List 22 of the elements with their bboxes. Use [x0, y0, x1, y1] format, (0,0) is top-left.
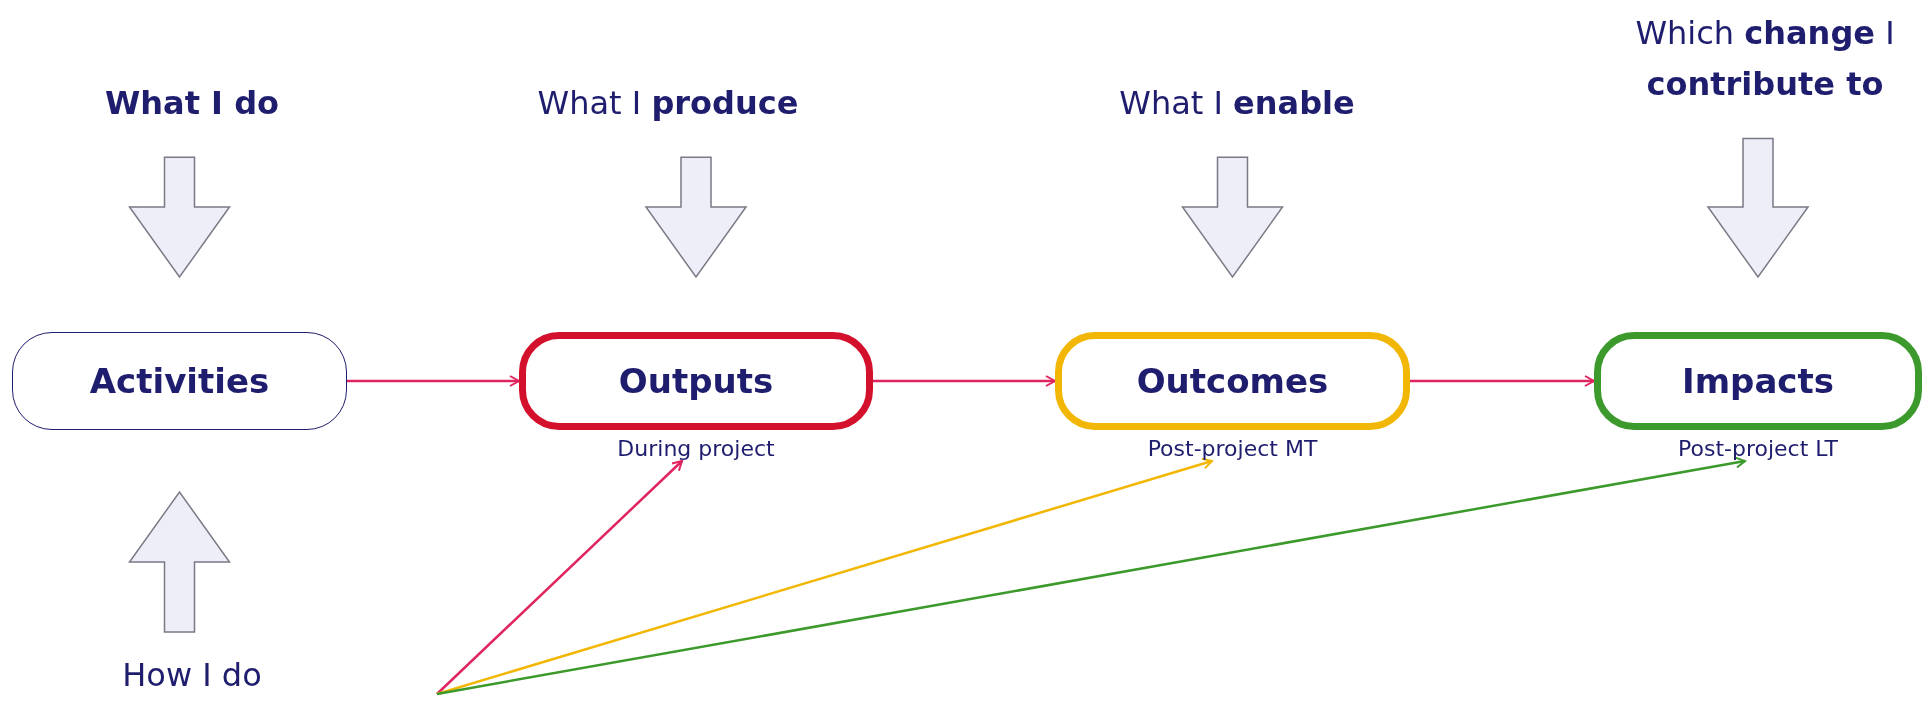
- heading-text: What I do: [42, 78, 342, 130]
- arrow: [436, 456, 1746, 696]
- block-arrow: [128, 490, 231, 633]
- block-arrow: [1181, 156, 1284, 279]
- arrow: [436, 460, 683, 695]
- block-arrow: [644, 156, 748, 279]
- box-label: Outcomes: [1136, 361, 1329, 401]
- heading-text: What I produce: [498, 78, 838, 130]
- arrow: [873, 375, 1056, 387]
- heading-text: Which change I contribute to: [1605, 8, 1925, 111]
- heading-text: What I enable: [1067, 78, 1407, 130]
- heading-text: How I do: [72, 650, 312, 702]
- time-label: During project: [617, 436, 775, 461]
- arrow: [347, 375, 520, 387]
- box-label: Outputs: [618, 361, 774, 401]
- time-label: Post-project LT: [1678, 436, 1838, 461]
- block-arrow: [128, 156, 231, 279]
- block-arrow: [1706, 137, 1810, 279]
- time-label: Post-project MT: [1147, 436, 1318, 461]
- arrow: [1410, 375, 1595, 387]
- box-label: Impacts: [1682, 361, 1834, 401]
- box-label: Activities: [89, 361, 270, 401]
